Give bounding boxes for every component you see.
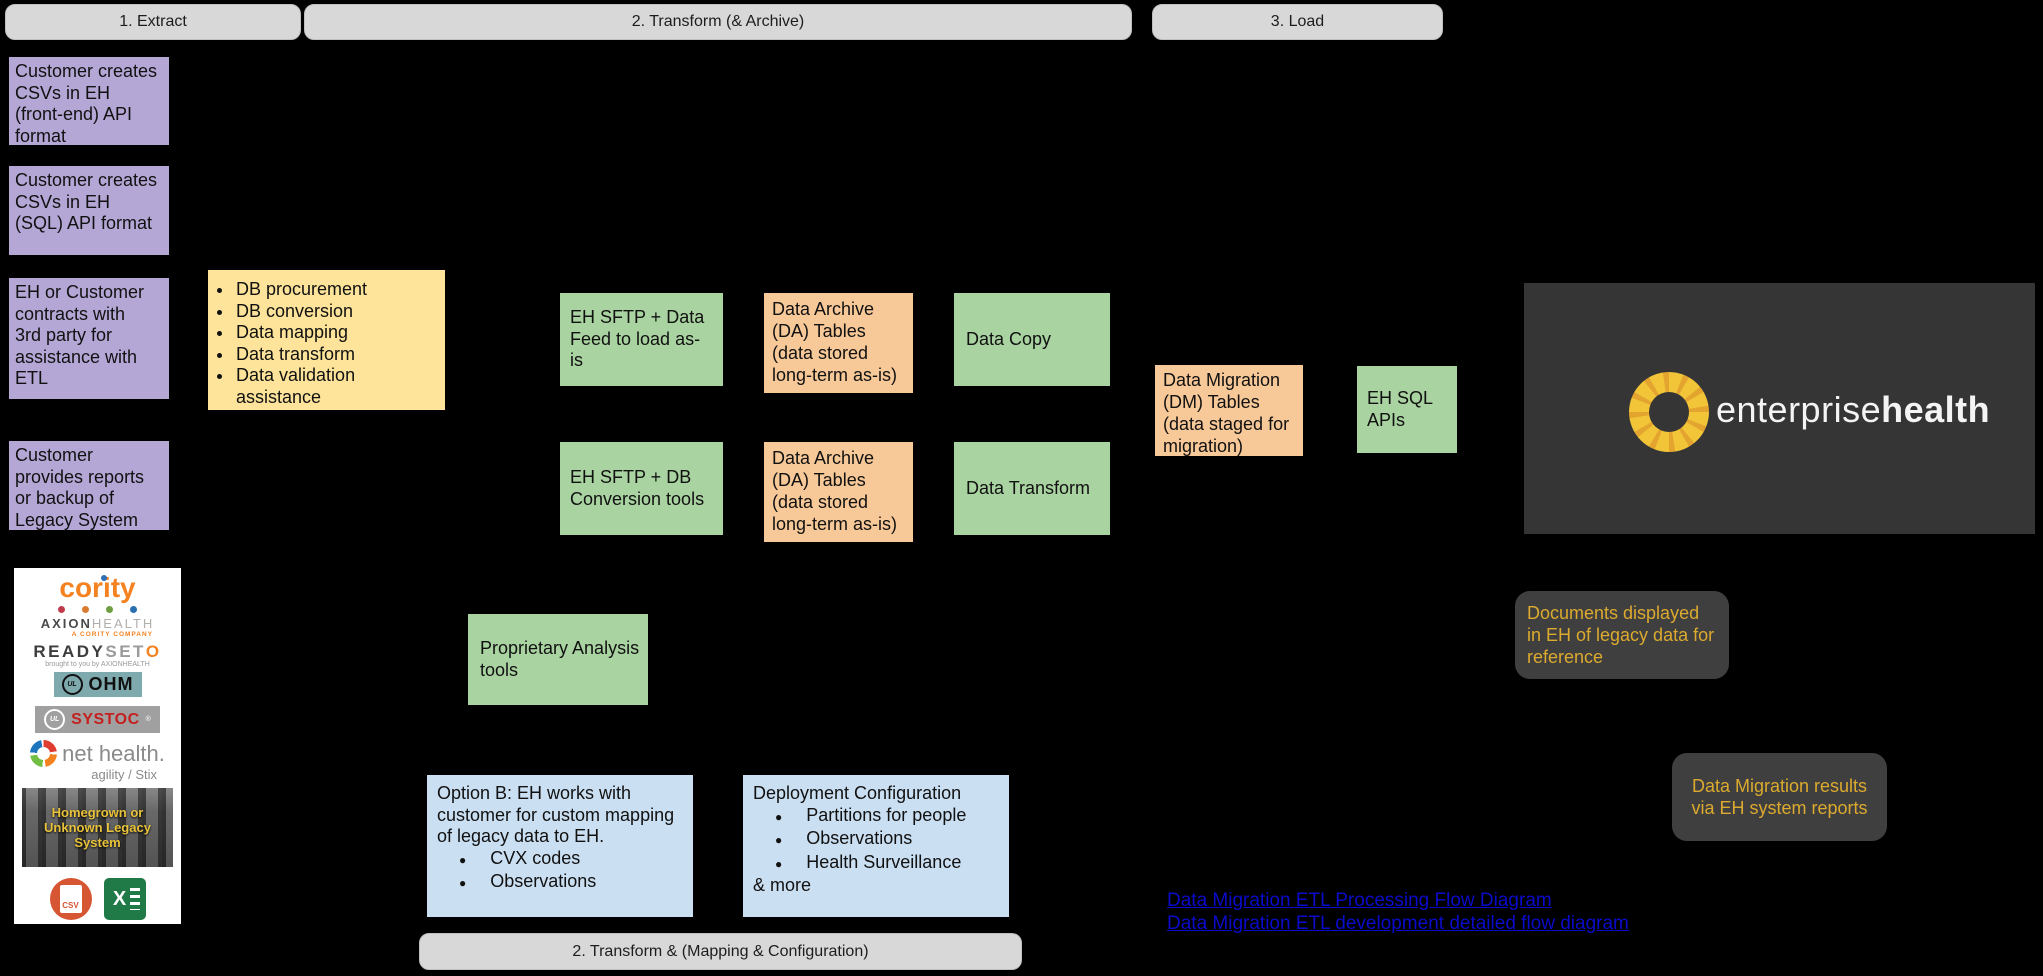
- deployment-item: Observations: [753, 828, 999, 852]
- brand-panel: enterprisehealth: [1524, 283, 2035, 534]
- extract-box-reports-backup: Customer provides reports or backup of L…: [9, 441, 169, 530]
- etl-service-item: DB conversion: [234, 301, 445, 323]
- note-migration-results: Data Migration results via EH system rep…: [1672, 753, 1887, 841]
- option-b-item: CVX codes: [437, 848, 683, 872]
- box-data-archive-1: Data Archive (DA) Tables (data stored lo…: [764, 293, 913, 393]
- extract-box-third-party: EH or Customer contracts with 3rd party …: [9, 278, 169, 399]
- phase-extract: 1. Extract: [5, 4, 301, 40]
- net-health-ring-icon: [30, 740, 58, 767]
- link-etl-processing-flow-diagram[interactable]: Data Migration ETL Processing Flow Diagr…: [1167, 890, 1552, 911]
- note-migration-results-text: Data Migration results via EH system rep…: [1691, 776, 1868, 818]
- etl-service-item: Data mapping: [234, 322, 445, 344]
- phase-load: 3. Load: [1152, 4, 1443, 40]
- excel-icon: X: [103, 878, 146, 920]
- csv-file-icon: CSV: [49, 878, 92, 920]
- note-documents-displayed: Documents displayed in EH of legacy data…: [1515, 591, 1729, 679]
- readyset-o-icon: O: [145, 642, 162, 661]
- axion-word: AXION: [40, 616, 92, 631]
- axion-dots-icon: [14, 606, 181, 613]
- net-health-label: net health.: [62, 740, 165, 766]
- deployment-list: Partitions for people Observations Healt…: [753, 805, 999, 876]
- systoc-logo: UL SYSTOC ®: [14, 706, 181, 733]
- deployment-suffix: & more: [753, 875, 812, 895]
- box-data-copy: Data Copy: [954, 293, 1110, 386]
- etl-service-item: DB procurement: [234, 279, 445, 301]
- box-sftp-data-feed: EH SFTP + Data Feed to load as-is: [560, 293, 723, 386]
- ul-badge-icon: UL: [44, 709, 66, 730]
- etl-services-list: DB procurement DB conversion Data mappin…: [208, 279, 445, 408]
- set-word: SET: [105, 642, 146, 661]
- file-icons: CSV X: [14, 878, 181, 920]
- box-dm-tables: Data Migration (DM) Tables (data staged …: [1155, 365, 1303, 456]
- box-data-archive-2: Data Archive (DA) Tables (data stored lo…: [764, 442, 913, 542]
- etl-service-item: Data transform: [234, 344, 445, 366]
- etl-services-box: DB procurement DB conversion Data mappin…: [208, 270, 445, 410]
- health-word: HEALTH: [91, 616, 155, 631]
- option-b-text: Option B: EH works with customer for cus…: [437, 783, 675, 846]
- extract-box-csv-sql: Customer creates CSVs in EH (SQL) API fo…: [9, 166, 169, 255]
- phase-transform-archive: 2. Transform (& Archive): [304, 4, 1132, 40]
- csv-label: CSV: [62, 901, 79, 910]
- brand-word-enterprise: enterprise: [1716, 389, 1882, 430]
- readyset-subtitle: brought to you by AXIONHEALTH: [45, 661, 150, 668]
- box-sftp-db-conversion: EH SFTP + DB Conversion tools: [560, 442, 723, 535]
- box-proprietary-analysis: Proprietary Analysis tools: [468, 614, 648, 705]
- option-b-box: Option B: EH works with customer for cus…: [427, 775, 693, 917]
- excel-x-label: X: [112, 887, 127, 910]
- cority-dot-icon: [100, 575, 107, 581]
- cority-logo: cority: [59, 572, 136, 603]
- ohm-label: OHM: [88, 674, 134, 694]
- ul-badge-icon: UL: [61, 674, 83, 695]
- deployment-item: Partitions for people: [753, 805, 999, 829]
- ready-word: READY: [33, 642, 106, 661]
- systoc-label: SYSTOC: [71, 710, 140, 728]
- net-health-subtitle: agility / Stix: [91, 767, 157, 782]
- legacy-system-image: Homegrown or Unknown Legacy System: [14, 788, 181, 867]
- etl-service-item: Data validation assistance: [234, 365, 445, 408]
- link-etl-development-flow-diagram[interactable]: Data Migration ETL development detailed …: [1167, 913, 1629, 934]
- option-b-list: CVX codes Observations: [437, 848, 683, 895]
- deployment-title: Deployment Configuration: [753, 783, 962, 803]
- homegrown-label: Homegrown or Unknown Legacy System: [44, 805, 151, 850]
- option-b-item: Observations: [437, 871, 683, 895]
- deployment-config-box: Deployment Configuration Partitions for …: [743, 775, 1009, 917]
- net-health-logo: net health.: [14, 740, 181, 767]
- brand-wordmark: enterprisehealth: [1716, 389, 1990, 431]
- registered-mark: ®: [145, 716, 151, 723]
- extract-box-csv-frontend: Customer creates CSVs in EH (front-end) …: [9, 57, 169, 146]
- deployment-item: Health Surveillance: [753, 852, 999, 876]
- phase-transform-mapping: 2. Transform & (Mapping & Configuration): [419, 933, 1022, 970]
- axion-subtitle: A CORITY COMPANY: [71, 631, 153, 638]
- enterprise-health-sun-icon: [1629, 372, 1709, 452]
- box-eh-sql-apis: EH SQL APIs: [1357, 366, 1457, 453]
- ohm-logo: UL OHM: [14, 672, 181, 697]
- brand-word-health: health: [1881, 389, 1991, 430]
- box-data-transform: Data Transform: [954, 442, 1110, 535]
